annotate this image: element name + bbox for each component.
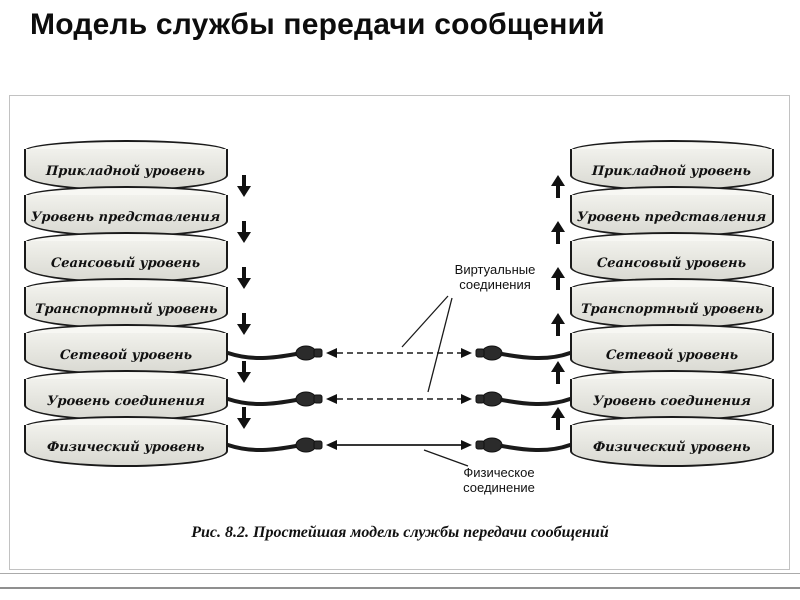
down-arrow: [237, 407, 251, 430]
disk-band: Уровень представления: [24, 195, 228, 237]
up-arrow: [551, 221, 565, 244]
layer-disk: Уровень представления: [24, 186, 230, 248]
layer-label: Уровень представления: [30, 209, 221, 225]
down-arrow: [237, 313, 251, 336]
layer-label: Прикладной уровень: [45, 163, 206, 179]
up-arrow: [551, 407, 565, 430]
layer-disk: Прикладной уровень: [570, 140, 776, 202]
layer-disk: Физический уровень: [570, 416, 776, 478]
up-arrow: [551, 267, 565, 290]
left-protocol-stack: Прикладной уровень Уровень представления…: [24, 140, 230, 480]
layer-label: Уровень представления: [576, 209, 767, 225]
up-arrow: [551, 361, 565, 384]
layer-disk: Транспортный уровень: [24, 278, 230, 340]
disk-band: Сеансовый уровень: [570, 241, 774, 283]
layer-label: Сеансовый уровень: [50, 255, 201, 271]
disk-band: Сеансовый уровень: [24, 241, 228, 283]
disk-band: Транспортный уровень: [24, 287, 228, 329]
disk-band: Прикладной уровень: [24, 149, 228, 191]
layer-label: Физический уровень: [592, 439, 752, 455]
down-arrow: [237, 175, 251, 198]
layer-disk: Прикладной уровень: [24, 140, 230, 202]
disk-band: Физический уровень: [24, 425, 228, 467]
layer-label: Уровень соединения: [592, 393, 752, 409]
disk-band: Сетевой уровень: [24, 333, 228, 375]
disk-band: Уровень соединения: [24, 379, 228, 421]
layer-label: Сетевой уровень: [59, 347, 193, 363]
layer-disk: Сетевой уровень: [570, 324, 776, 386]
layer-label: Уровень соединения: [46, 393, 206, 409]
layer-label: Транспортный уровень: [580, 301, 764, 317]
bottom-divider: [0, 587, 800, 589]
up-arrow: [551, 175, 565, 198]
disk-band: Уровень соединения: [570, 379, 774, 421]
down-arrow: [237, 221, 251, 244]
down-arrow: [237, 267, 251, 290]
figure-caption: Рис. 8.2. Простейшая модель службы перед…: [191, 524, 609, 541]
layer-label: Физический уровень: [46, 439, 206, 455]
virtual-connections-label: Виртуальные соединения: [454, 262, 536, 292]
physical-connection-label: Физическое соединение: [463, 465, 535, 495]
disk-band: Прикладной уровень: [570, 149, 774, 191]
up-arrow: [551, 313, 565, 336]
layer-disk: Уровень представления: [570, 186, 776, 248]
disk-band: Уровень представления: [570, 195, 774, 237]
disk-band: Транспортный уровень: [570, 287, 774, 329]
layer-label: Сетевой уровень: [605, 347, 739, 363]
right-protocol-stack: Прикладной уровень Уровень представления…: [570, 140, 776, 480]
layer-disk: Физический уровень: [24, 416, 230, 478]
down-arrow: [237, 361, 251, 384]
layer-disk: Сеансовый уровень: [570, 232, 776, 294]
disk-band: Сетевой уровень: [570, 333, 774, 375]
layer-label: Прикладной уровень: [591, 163, 752, 179]
layer-label: Сеансовый уровень: [596, 255, 747, 271]
slide-title: Модель службы передачи сообщений: [30, 8, 605, 41]
disk-band: Физический уровень: [570, 425, 774, 467]
bottom-divider: [0, 573, 800, 574]
layer-label: Транспортный уровень: [34, 301, 218, 317]
